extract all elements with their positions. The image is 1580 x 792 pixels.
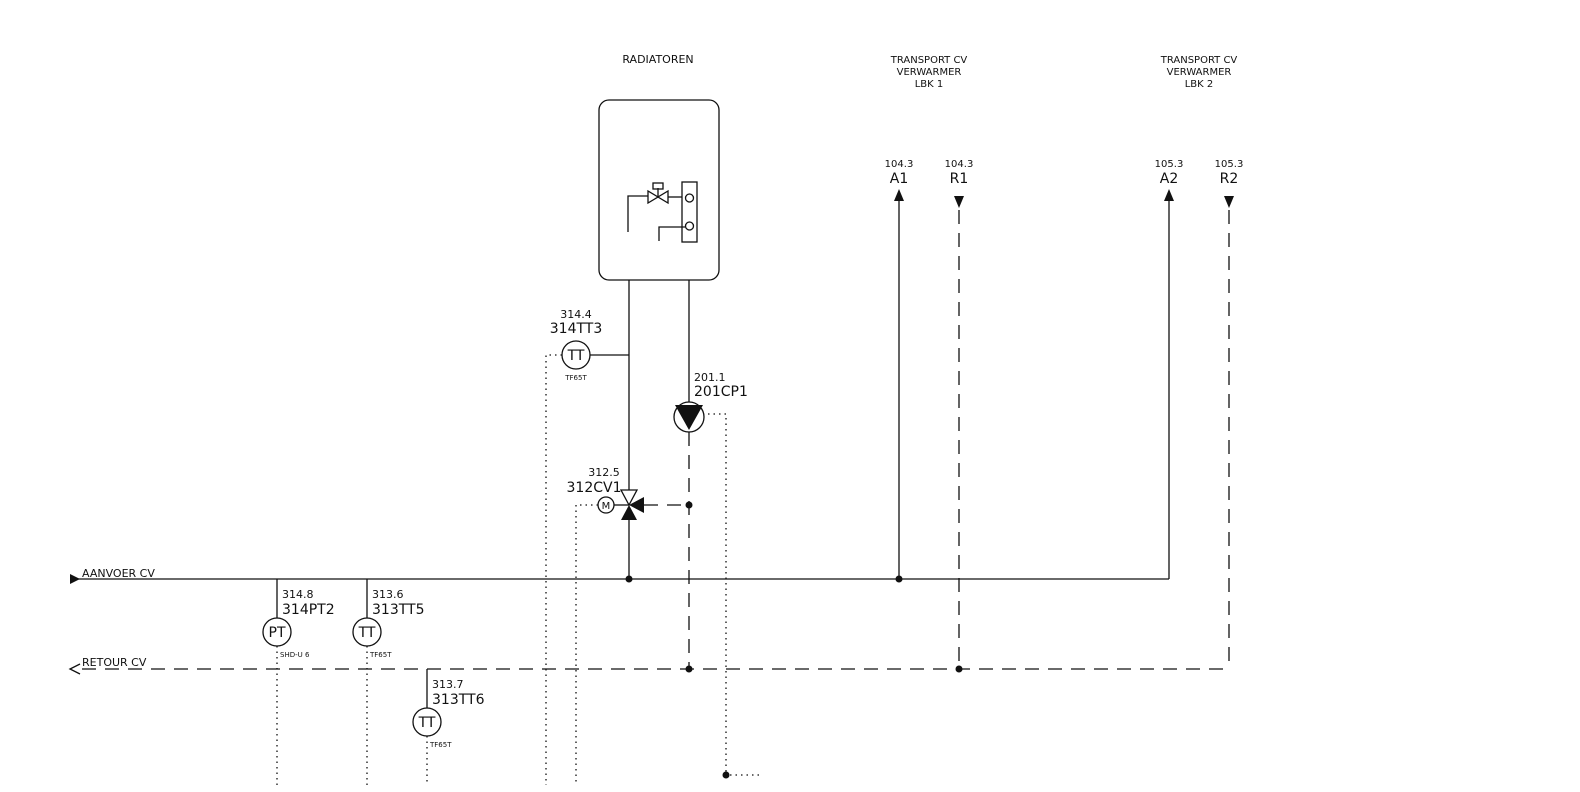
cv1-tag: 312CV1 bbox=[567, 480, 622, 496]
header-lbk2-line3: LBK 2 bbox=[1185, 79, 1214, 90]
a1-ref: 104.3 bbox=[885, 159, 914, 170]
cp1-tag: 201CP1 bbox=[694, 384, 748, 400]
tt3-tag: 314TT3 bbox=[550, 321, 603, 337]
r1-arrow-icon bbox=[954, 196, 964, 208]
connection-r1: 104.3 R1 bbox=[945, 159, 974, 673]
cv1-actuator: M bbox=[602, 501, 611, 512]
valve-312cv1: M 312.5 312CV1 bbox=[567, 466, 644, 785]
r2-arrow-icon bbox=[1224, 196, 1234, 208]
cv1-ref: 312.5 bbox=[588, 466, 620, 479]
header-lbk1: TRANSPORT CV VERWARMER LBK 1 bbox=[890, 55, 968, 90]
radiator-box bbox=[598, 99, 720, 281]
pump-icon bbox=[673, 401, 705, 433]
r2-ref: 105.3 bbox=[1215, 159, 1244, 170]
tt6-tag: 313TT6 bbox=[432, 692, 485, 708]
tt5-symbol: TT bbox=[358, 625, 376, 641]
return-arrow-icon bbox=[68, 663, 81, 675]
tt3-ref: 314.4 bbox=[560, 308, 592, 321]
a2-arrow-icon bbox=[1164, 189, 1174, 201]
r2-label: R2 bbox=[1220, 171, 1239, 187]
header-lbk2: TRANSPORT CV VERWARMER LBK 2 bbox=[1160, 55, 1238, 90]
tt6-symbol: TT bbox=[418, 715, 436, 731]
radiator-element bbox=[681, 181, 698, 243]
header-lbk1-line3: LBK 1 bbox=[915, 79, 944, 90]
header-lbk1-line1: TRANSPORT CV bbox=[890, 55, 968, 66]
pt2-type: SHD-U 6 bbox=[280, 651, 310, 659]
tt6-type: TF65T bbox=[429, 741, 452, 749]
radiator-unit bbox=[598, 99, 720, 281]
a2-label: A2 bbox=[1160, 171, 1178, 187]
r1-ref: 104.3 bbox=[945, 159, 974, 170]
sensor-313tt6: TT 313.7 313TT6 TF65T bbox=[412, 669, 485, 785]
header-radiatoren: RADIATOREN bbox=[622, 53, 693, 66]
return-label: RETOUR CV bbox=[82, 656, 147, 669]
tt6-ref: 313.7 bbox=[432, 678, 464, 691]
tt5-type: TF65T bbox=[369, 651, 392, 659]
tt3-type: TF65T bbox=[564, 374, 587, 382]
pump-201cp1: 201.1 201CP1 bbox=[673, 371, 760, 779]
supply-label: AANVOER CV bbox=[82, 567, 155, 580]
header-lbk2-line2: VERWARMER bbox=[1167, 67, 1232, 78]
sensor-314pt2: PT 314.8 314PT2 SHD-U 6 bbox=[262, 579, 335, 785]
supply-arrow-icon bbox=[70, 574, 80, 584]
sensor-313tt5: TT 313.6 313TT5 TF65T bbox=[352, 579, 425, 785]
cp1-ref: 201.1 bbox=[694, 371, 726, 384]
tt5-tag: 313TT5 bbox=[372, 602, 425, 618]
header-lbk1-line2: VERWARMER bbox=[897, 67, 962, 78]
sensor-314tt3: TT 314.4 314TT3 TF65T bbox=[545, 308, 629, 785]
a2-ref: 105.3 bbox=[1155, 159, 1184, 170]
tt3-symbol: TT bbox=[567, 348, 585, 364]
r1-label: R1 bbox=[950, 171, 969, 187]
a1-label: A1 bbox=[890, 171, 908, 187]
pt2-ref: 314.8 bbox=[282, 588, 314, 601]
connection-a1: 104.3 A1 bbox=[885, 159, 914, 583]
a1-arrow-icon bbox=[894, 189, 904, 201]
tt5-ref: 313.6 bbox=[372, 588, 404, 601]
connection-r2: 105.3 R2 bbox=[1215, 159, 1244, 669]
pt2-symbol: PT bbox=[269, 625, 286, 641]
header-lbk2-line1: TRANSPORT CV bbox=[1160, 55, 1238, 66]
connection-a2: 105.3 A2 bbox=[1155, 159, 1184, 579]
radiator-valve-icon bbox=[647, 189, 660, 205]
three-way-valve-icon bbox=[619, 489, 639, 507]
pt2-tag: 314PT2 bbox=[282, 602, 335, 618]
